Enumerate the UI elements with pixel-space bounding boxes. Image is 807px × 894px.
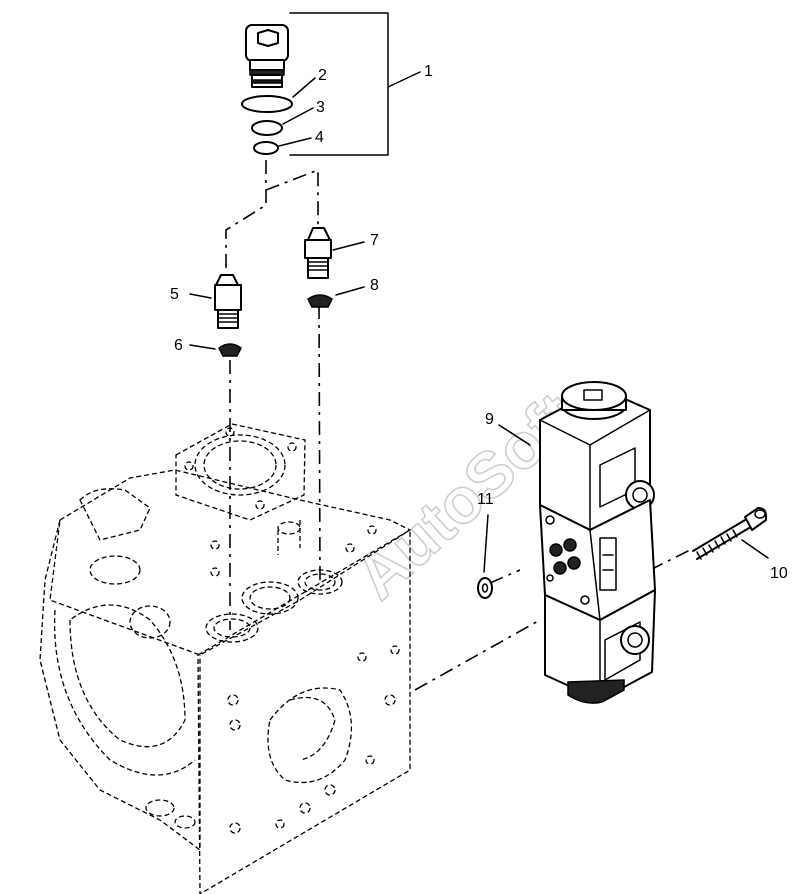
callout-labels: 1 2 3 4 5 6 7 8 9 10 11 bbox=[170, 63, 788, 582]
o-ring-3 bbox=[251, 120, 283, 136]
seat-6 bbox=[218, 343, 242, 357]
callout-8: 8 bbox=[370, 277, 379, 294]
solenoid-valve-9 bbox=[539, 381, 656, 704]
callout-3: 3 bbox=[316, 99, 325, 116]
relief-valve-cartridge bbox=[245, 24, 289, 88]
callout-10: 10 bbox=[770, 565, 788, 582]
pump-housing bbox=[39, 423, 412, 894]
valve-7 bbox=[304, 227, 332, 279]
callout-1: 1 bbox=[424, 63, 433, 80]
callout-2: 2 bbox=[318, 67, 327, 84]
callout-9: 9 bbox=[485, 411, 494, 428]
callout-7: 7 bbox=[370, 232, 379, 249]
callout-11: 11 bbox=[477, 491, 494, 508]
callout-5: 5 bbox=[170, 286, 179, 303]
o-ring-2 bbox=[241, 95, 293, 113]
seat-8 bbox=[307, 294, 333, 308]
valve-5 bbox=[214, 274, 242, 329]
part-1-bracket bbox=[289, 12, 421, 156]
callout-4: 4 bbox=[315, 129, 324, 146]
callout-6: 6 bbox=[174, 337, 183, 354]
washer-11 bbox=[477, 577, 493, 599]
bolt-10 bbox=[692, 507, 767, 560]
o-ring-4 bbox=[253, 141, 279, 155]
